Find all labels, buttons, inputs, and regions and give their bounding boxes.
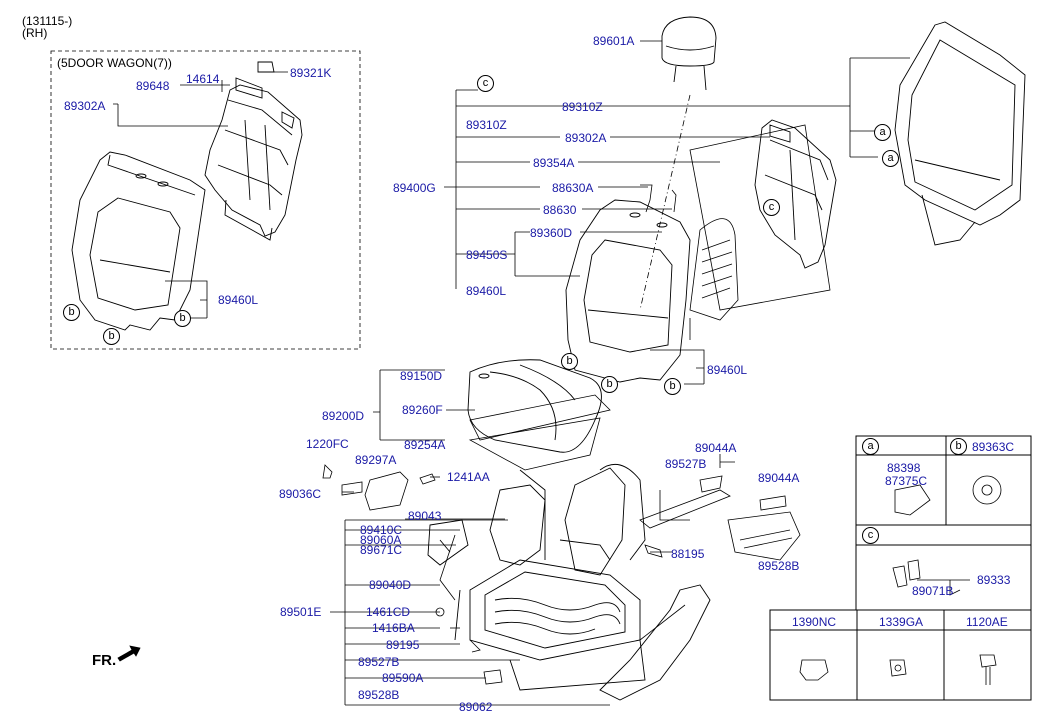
callout-b: b (103, 328, 120, 345)
part-89310Z-top[interactable]: 89310Z (562, 100, 603, 114)
part-89410C[interactable]: 89410C (360, 523, 403, 537)
part-89260F[interactable]: 89260F (402, 403, 443, 417)
part-89671C[interactable]: 89671C (360, 543, 403, 557)
part-89460L-left[interactable]: 89460L (466, 284, 507, 298)
callout-a: a (874, 124, 891, 141)
callout-b: b (63, 304, 80, 321)
part-89360D[interactable]: 89360D (530, 226, 573, 240)
part-89150D[interactable]: 89150D (400, 369, 443, 383)
legend-part-1339GA[interactable]: 1339GA (879, 615, 924, 629)
part-89310Z[interactable]: 89310Z (466, 118, 507, 132)
inset-seatback-cover-drawing (71, 151, 206, 331)
legend-part-89363C[interactable]: 89363C (972, 440, 1015, 454)
seat-cushion-drawing (467, 359, 602, 453)
legend-part-1120AE[interactable]: 1120AE (966, 615, 1008, 629)
back-pad-drawing (689, 218, 739, 321)
part-89354A[interactable]: 89354A (533, 156, 575, 170)
part-89302A[interactable]: 89302A (565, 131, 607, 145)
rear-seatback-drawing (894, 21, 1026, 246)
part-89062[interactable]: 89062 (459, 700, 493, 714)
revision-label: (131115-) (22, 14, 73, 28)
callout-b: b (601, 376, 618, 393)
callout-b: b (561, 353, 578, 370)
part-89501E[interactable]: 89501E (280, 605, 322, 619)
part-89297A[interactable]: 89297A (355, 453, 397, 467)
legend-table (769, 435, 1032, 701)
part-89044A-2[interactable]: 89044A (758, 471, 800, 485)
part-89321K[interactable]: 89321K (290, 66, 332, 80)
part-89527B-left[interactable]: 89527B (358, 655, 400, 669)
part-89601A[interactable]: 89601A (593, 34, 635, 48)
front-label: FR. (92, 652, 117, 669)
part-89527B-right[interactable]: 89527B (665, 457, 707, 471)
legend-part-87375C[interactable]: 87375C (885, 474, 928, 488)
part-1241AA[interactable]: 1241AA (447, 470, 490, 484)
part-89450S[interactable]: 89450S (466, 248, 508, 262)
part-89040D[interactable]: 89040D (369, 578, 412, 592)
part-88195[interactable]: 88195 (671, 547, 705, 561)
callout-b: b (174, 310, 191, 327)
part-89460L-inset[interactable]: 89460L (218, 293, 259, 307)
legend-part-88398[interactable]: 88398 (887, 461, 921, 475)
inset-title: (5DOOR WAGON(7)) (57, 56, 172, 70)
part-89036C[interactable]: 89036C (279, 487, 322, 501)
back-panel-drawing (689, 124, 831, 311)
callout-b: b (664, 378, 681, 395)
front-direction-arrow (117, 645, 141, 662)
part-89528B-right[interactable]: 89528B (758, 559, 800, 573)
part-89060A[interactable]: 89060A (360, 533, 402, 547)
part-89528B-left[interactable]: 89528B (358, 688, 400, 702)
part-89195[interactable]: 89195 (386, 638, 420, 652)
part-89400G[interactable]: 89400G (393, 181, 436, 195)
callout-c: c (763, 199, 780, 216)
legend-callout-b: b (950, 438, 967, 455)
legend-callout-c: c (862, 527, 879, 544)
part-89043[interactable]: 89043 (408, 509, 442, 523)
part-89254A[interactable]: 89254A (404, 438, 446, 452)
part-89044A-1[interactable]: 89044A (695, 441, 737, 455)
seat-frame-drawing (427, 463, 646, 691)
side-label: (RH) (22, 26, 48, 40)
callout-c: c (477, 75, 494, 92)
seatback-frame-drawing (754, 119, 837, 269)
part-89460L-right[interactable]: 89460L (707, 363, 748, 377)
part-89302A-inset[interactable]: 89302A (64, 99, 106, 113)
seatback-cover-drawing (565, 199, 691, 383)
part-89648[interactable]: 89648 (136, 79, 170, 93)
part-89590A[interactable]: 89590A (382, 671, 424, 685)
legend-part-89071B[interactable]: 89071B (912, 584, 954, 598)
part-88630[interactable]: 88630 (543, 203, 577, 217)
part-1220FC[interactable]: 1220FC (306, 437, 349, 451)
part-89200D[interactable]: 89200D (322, 409, 365, 423)
part-14614[interactable]: 14614 (186, 72, 220, 86)
headrest-drawing (661, 16, 717, 91)
legend-callout-a: a (862, 438, 879, 455)
part-88630A[interactable]: 88630A (552, 181, 594, 195)
part-1461CD[interactable]: 1461CD (366, 605, 411, 619)
inset-border (50, 50, 361, 350)
legend-part-1390NC[interactable]: 1390NC (792, 615, 837, 629)
legend-part-89333[interactable]: 89333 (977, 573, 1011, 587)
inset-seatback-frame-drawing (204, 61, 303, 241)
side-cover-drawing (599, 584, 711, 701)
callout-a: a (882, 150, 899, 167)
part-1416BA[interactable]: 1416BA (372, 621, 415, 635)
